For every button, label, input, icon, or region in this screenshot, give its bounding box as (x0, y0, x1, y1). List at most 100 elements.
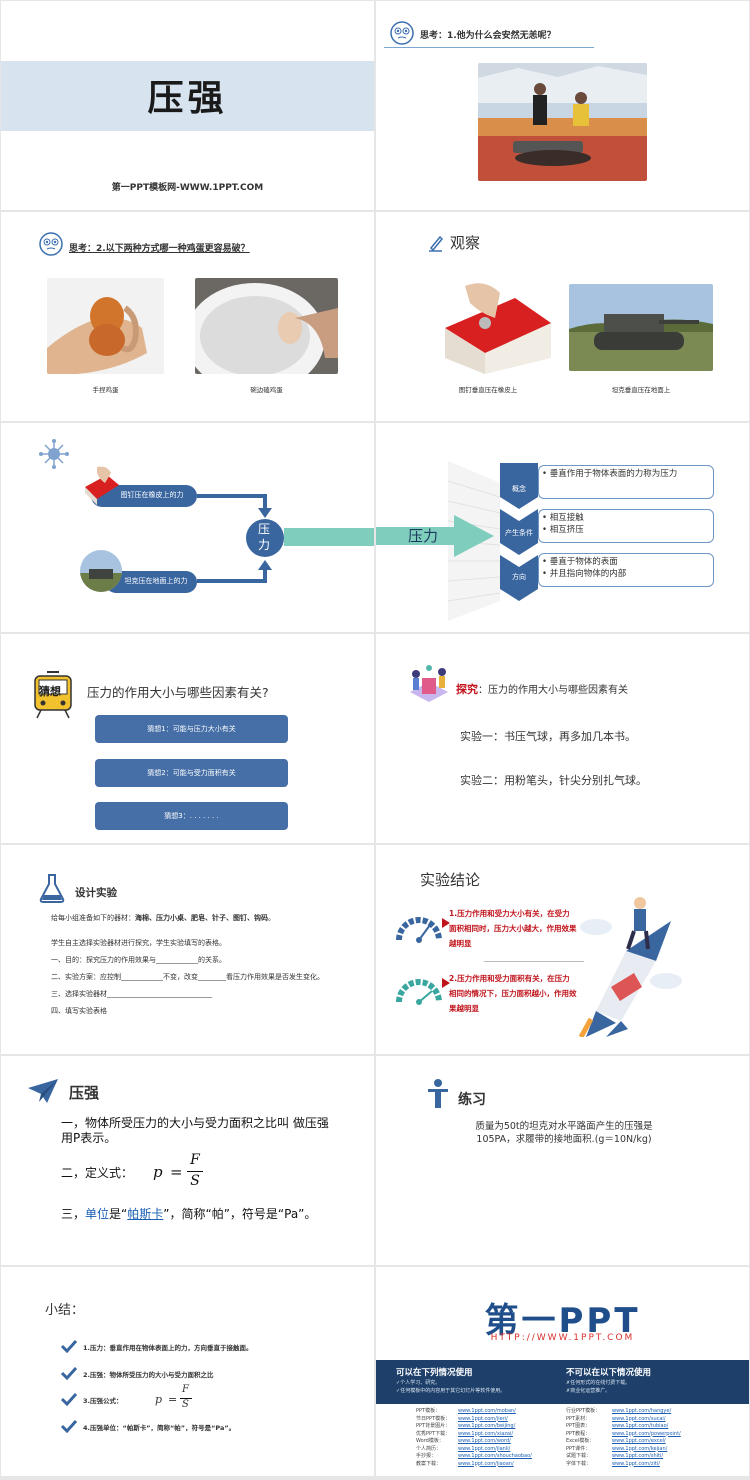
summary-item-3: 3.压强公式： (83, 1397, 123, 1405)
summary-item-4: 4.压强单位：“帕斯卡”，简称“帕”，符号是“Pa”。 (83, 1424, 236, 1432)
guess-2: 猜想2：可能与受力面积有关 (95, 759, 288, 787)
resource-link-row: Word模板：www.1ppt.com/word/ (416, 1438, 576, 1446)
links-right: 行业PPT模板：www.1ppt.com/hangye/PPT素材：www.1p… (566, 1408, 736, 1468)
resource-link[interactable]: www.1ppt.com/word/ (458, 1438, 511, 1444)
caption-tank: 坦克垂直压在地面上 (611, 386, 671, 394)
bowl-egg-photo (195, 278, 338, 374)
resource-link[interactable]: www.1ppt.com/shouchaobao/ (458, 1453, 532, 1459)
caption-bowl: 碗边磕鸡蛋 (250, 386, 283, 394)
caption-hand: 手捏鸡蛋 (92, 386, 119, 394)
slide-4-observe: 观察 图钉垂直压在橡皮上 坦克垂直压在地面上 (376, 212, 749, 421)
thumbtack-eraser-photo (425, 278, 551, 374)
title-band (1, 61, 374, 131)
pill-thumbtack (91, 485, 197, 507)
virus-icon (39, 439, 69, 469)
resource-link[interactable]: www.1ppt.com/sucai/ (612, 1415, 666, 1422)
design-heading: 设计实验 (75, 887, 117, 899)
slide-14-license: 第一PPT HTTP://WWW.1PPT.COM 可以在下列情况使用 ✓个人学… (376, 1267, 749, 1476)
guess-3: 猜想3：. . . . . . . (95, 802, 288, 830)
check-icon (61, 1392, 77, 1406)
table-line: 四、填写实验表格 (51, 1007, 107, 1015)
arrow-label: 压力 (408, 527, 439, 545)
resource-link[interactable]: www.1ppt.com/powerpoint/ (612, 1430, 681, 1437)
pill-thumbtack-label: 图钉压在橡皮上的力 (120, 491, 184, 499)
pencil-icon (429, 235, 444, 252)
explore-sep: ： (478, 685, 488, 696)
think-question: 思考：2.以下两种方式哪一种鸡蛋更容易破？ (69, 244, 250, 254)
box-concept (538, 465, 714, 499)
resource-label: Excel模板： (566, 1438, 595, 1444)
caption-thumbtack: 图钉垂直压在橡皮上 (458, 386, 518, 394)
resource-link-row: 行业PPT模板：www.1ppt.com/hangye/ (566, 1408, 736, 1416)
resource-label: 试题下载： (566, 1453, 592, 1459)
unit-para: 三，单位是“帕斯卡”，简称“帕”，符号是“Pa”。 (61, 1207, 317, 1221)
person-icon (428, 1079, 448, 1108)
resource-label: PPT课件： (566, 1445, 591, 1452)
resource-label: PPT教程： (566, 1430, 591, 1437)
experiment-1: 实验一：书压气球，再多加几本书。 (460, 730, 636, 743)
rocket-illustration (578, 897, 682, 1037)
links-left: PPT模板：www.1ppt.com/moban/节日PPT模板：www.1pp… (416, 1408, 576, 1468)
resource-link[interactable]: www.1ppt.com/jiaoan/ (458, 1460, 514, 1467)
resource-link[interactable]: www.1ppt.com/kejian/ (612, 1445, 668, 1452)
observe-heading: 观察 (450, 234, 481, 252)
tag-concept: 概念 (512, 485, 526, 493)
train-icon (34, 671, 72, 719)
explore-label: 探究 (456, 683, 478, 696)
definition-para: 一，物体所受压力的大小与受力面积之比叫 做压强 用P表示。 (61, 1116, 329, 1145)
chevron-column (500, 463, 538, 601)
slide-5-force-diagram: 图钉压在橡皮上的力 坦克压在地面上的力 压力 (1, 423, 374, 632)
resource-link[interactable]: www.1ppt.com/hangye/ (612, 1408, 672, 1414)
resource-link[interactable]: www.1ppt.com/shiti/ (612, 1453, 664, 1459)
resource-label: 手抄报： (416, 1453, 437, 1459)
exercise-text: 质量为50t的坦克对水平路面产生的压强是105PA，求履带的接地面积.(g＝10… (475, 1121, 653, 1145)
resource-link-row: PPT素材：www.1ppt.com/sucai/ (566, 1416, 736, 1424)
pascal-link[interactable]: 帕斯卡 (127, 1207, 164, 1221)
resource-link-row: 节日PPT模板： www.1ppt.com/jieri/ (416, 1416, 576, 1424)
guess-question: 压力的作用大小与哪些因素有关? (87, 685, 269, 700)
resource-link[interactable]: www.1ppt.com/excel/ (612, 1438, 666, 1444)
resource-link[interactable]: www.1ppt.com/beijing/ (458, 1423, 516, 1429)
bullet-item: • 垂直于物体的表面 (542, 557, 618, 567)
slide-3-eggs: 思考：2.以下两种方式哪一种鸡蛋更容易破？ 手捏鸡蛋 碗边磕鸡蛋 (1, 212, 374, 421)
pressure-node-label: 压力 (258, 522, 271, 552)
resource-link[interactable]: www.1ppt.com/ziti/ (612, 1460, 660, 1467)
bullet-item: • 并且指向物体的内部 (542, 569, 627, 579)
resource-link[interactable]: www.1ppt.com/tubiao/ (612, 1423, 669, 1429)
resource-link[interactable]: www.1ppt.com/moban/ (458, 1408, 516, 1414)
slide-7-guess: 猜想 压力的作用大小与哪些因素有关? 猜想1：可能与压力大小有关 猜想2：可能与… (1, 634, 374, 843)
cannot-use-title: 不可以在以下情况使用 (566, 1368, 652, 1378)
tag-direction: 方向 (512, 573, 526, 581)
unit-link[interactable]: 单位 (85, 1207, 110, 1221)
summary-formula: p = F S (155, 1383, 203, 1417)
instruction-line: 学生自主选择实验器材进行探究，学生实验填写的表格。 (51, 939, 226, 947)
slide-11-definition: 压强 一，物体所受压力的大小与受力面积之比叫 做压强 用P表示。 二，定义式： … (1, 1056, 374, 1265)
pill-tank-label: 坦克压在地面上的力 (124, 577, 188, 585)
experiment-2: 实验二：用粉笔头，针尖分别扎气球。 (460, 774, 647, 787)
exercise-heading: 练习 (458, 1092, 486, 1108)
resource-link[interactable]: www.1ppt.com/jieri/ (458, 1415, 508, 1422)
tank-thumb (80, 550, 122, 592)
resource-link[interactable]: www.1ppt.com/jianli/ (458, 1445, 511, 1452)
condition-text: • 相互接触 • 相互挤压 (542, 512, 710, 536)
hand-eggs-photo (47, 278, 164, 374)
bullet-item: • 相互接触 (542, 513, 584, 523)
resource-link-row: Excel模板： www.1ppt.com/excel/ (566, 1438, 736, 1446)
resource-link[interactable]: www.1ppt.com/xiazai/ (458, 1430, 514, 1437)
direction-text: • 垂直于物体的表面 • 并且指向物体的内部 (542, 556, 710, 580)
formula-p: p (153, 1163, 163, 1181)
resource-label: 字体下载： (566, 1460, 592, 1467)
resource-link-row: 教案下载：www.1ppt.com/jiaoan/ (416, 1461, 576, 1469)
can-use-2: ✓任何模板中的内容用于其它幻灯片等软件使用。 (396, 1388, 506, 1394)
check-icon (61, 1339, 77, 1353)
connector-arrows (197, 494, 272, 583)
resource-link-row: PPT图表：www.1ppt.com/tubiao/ (566, 1423, 736, 1431)
guess-badge: 猜想 (39, 685, 61, 698)
resource-label: PPT背景图片： (416, 1423, 451, 1429)
box-direction-list (538, 553, 714, 587)
bullet-item: • 相互挤压 (542, 525, 584, 535)
thinking-face-icon (390, 21, 414, 45)
conclusion-2: 2.压力作用和受力面积有关，在压力相同的情况下，压力面积越小，作用效果越明显 (449, 974, 577, 1013)
slide-10-conclusion: 实验结论 1.压力作用和受力大小有关，在受力面积相同时，压力大小越大，作用效果越… (376, 845, 749, 1054)
resource-label: 节日PPT模板： (416, 1415, 451, 1422)
